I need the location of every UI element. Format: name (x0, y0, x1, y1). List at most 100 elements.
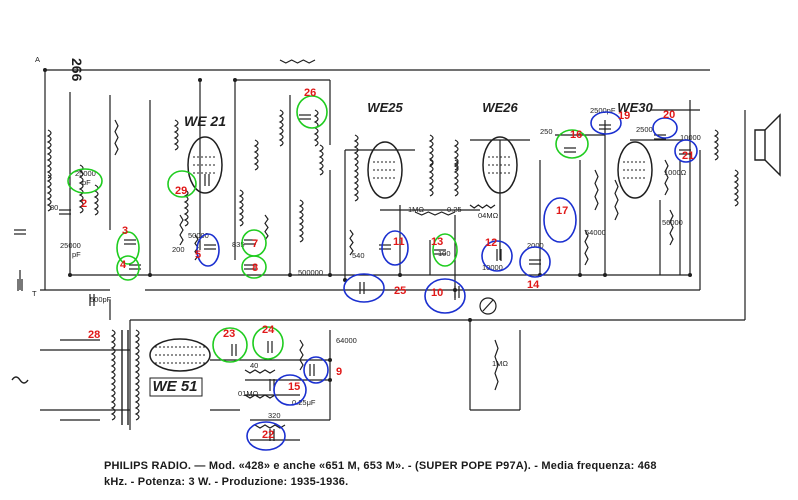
label-c-250pf: 250 (540, 127, 553, 136)
label-c-80pf: 80 (50, 203, 58, 212)
label-c-10000-21: 10000 (680, 133, 701, 142)
resistor (114, 119, 119, 156)
inductor-coil (298, 199, 304, 243)
label-r-01mohm: 01MΩ (238, 389, 259, 398)
annotation-number-29: 29 (175, 185, 187, 197)
annotation-number-8: 8 (252, 262, 258, 274)
inductor-coil (134, 329, 140, 421)
junction-dot (328, 273, 332, 277)
annotation-circle-4 (116, 255, 140, 281)
resistor (244, 394, 276, 399)
label-c-2000pf: 2000 (527, 241, 544, 250)
inductor-coil (453, 159, 459, 197)
inductor-coil (453, 139, 459, 171)
tuning-indicator-needle (482, 299, 494, 312)
resistor (349, 229, 354, 256)
caption-line-1: PHILIPS RADIO. — Mod. «428» e anche «651… (104, 460, 657, 472)
resistor (264, 214, 269, 241)
annotation-circle-13 (432, 233, 458, 267)
tube-we21-envelope (187, 136, 223, 194)
annotation-number-22: 22 (262, 429, 274, 441)
annotation-number-17: 17 (556, 205, 568, 217)
tube-we25-envelope (367, 141, 403, 199)
annotation-number-7: 7 (252, 238, 258, 250)
ac-mains-symbol (11, 376, 29, 384)
annotation-circle-15 (273, 374, 307, 406)
annotation-circle-2 (67, 168, 103, 194)
junction-dot (198, 78, 202, 82)
annotation-number-15: 15 (288, 381, 300, 393)
junction-dot (233, 78, 237, 82)
annotation-number-5: 5 (195, 249, 201, 261)
label-c-pf-top: pF (82, 178, 91, 187)
annotation-circle-14 (519, 246, 551, 278)
inductor-coil (46, 129, 52, 179)
annotation-number-14: 14 (527, 279, 540, 291)
resistor (414, 211, 456, 216)
annotation-number-12: 12 (485, 237, 497, 249)
resistor (469, 204, 496, 209)
junction-dot (578, 273, 582, 277)
label-r-1mohm-low: 1MΩ (492, 359, 508, 368)
annotation-number-26: 26 (304, 87, 316, 99)
annotation-circle-21 (674, 139, 698, 163)
label-r-500000: 500000 (298, 268, 323, 277)
annotation-circle-3 (116, 231, 140, 265)
schematic-caption: PHILIPS RADIO. — Mod. «428» e anche «651… (104, 458, 784, 490)
annotation-circle-11 (381, 230, 409, 266)
label-c-100pf: 100 (438, 249, 451, 258)
junction-dot (43, 68, 47, 72)
inductor-coil (253, 139, 259, 171)
annotation-number-16: 16 (570, 129, 582, 141)
label-r-1000: 1000Ω (664, 168, 687, 177)
junction-dot (468, 318, 472, 322)
label-c-835pf: 835 (232, 240, 245, 249)
inductor-coil (318, 144, 324, 176)
power-transformer-core (121, 330, 129, 425)
annotation-number-19: 19 (618, 110, 630, 122)
resistor (279, 59, 316, 64)
junction-dot (328, 378, 332, 382)
inductor-coil (713, 129, 719, 161)
tube-we30-label: WE30 (617, 100, 653, 115)
tube-we51-label: WE 51 (152, 378, 197, 395)
label-r-56000: 56000 (662, 218, 683, 227)
annotation-circle-24 (252, 326, 284, 360)
circuit-wires (19, 69, 746, 441)
inductor-coil (238, 189, 244, 227)
annotation-number-13: 13 (431, 236, 443, 248)
annotation-number-24: 24 (262, 324, 275, 336)
tube-we51-envelope (149, 338, 211, 372)
circuit-components (11, 59, 781, 441)
label-t-label: T (32, 289, 37, 298)
inductor-coil (428, 159, 434, 197)
resistor (669, 209, 674, 246)
junction-dot (328, 358, 332, 362)
annotation-number-23: 23 (223, 328, 235, 340)
junction-dot (148, 273, 152, 277)
annotation-number-4: 4 (120, 259, 127, 271)
resistor (299, 339, 304, 371)
resistor (254, 424, 286, 429)
junction-dot (288, 273, 292, 277)
annotation-circle-16 (555, 129, 589, 159)
loudspeaker-cone (764, 113, 781, 177)
label-c-pf-low: pF (72, 250, 81, 259)
junction-dot (688, 273, 692, 277)
inductor-coil (46, 174, 52, 212)
label-c-500pf: 500pF (90, 295, 112, 304)
annotation-circle-25 (343, 273, 385, 303)
tuning-indicator (479, 297, 497, 315)
annotation-circle-8 (241, 255, 267, 279)
annotation-circle-19 (590, 111, 622, 135)
junction-dot (398, 273, 402, 277)
label-c-10000pf: 10000 (482, 263, 503, 272)
resistor (244, 369, 276, 374)
label-r-200: 200 (172, 245, 185, 254)
annotation-circle-29 (167, 170, 197, 198)
label-r-64000-low: 64000 (336, 336, 357, 345)
annotation-number-3: 3 (122, 225, 128, 237)
annotation-circle-9 (303, 356, 329, 384)
annotation-number-25: 25 (394, 285, 406, 297)
